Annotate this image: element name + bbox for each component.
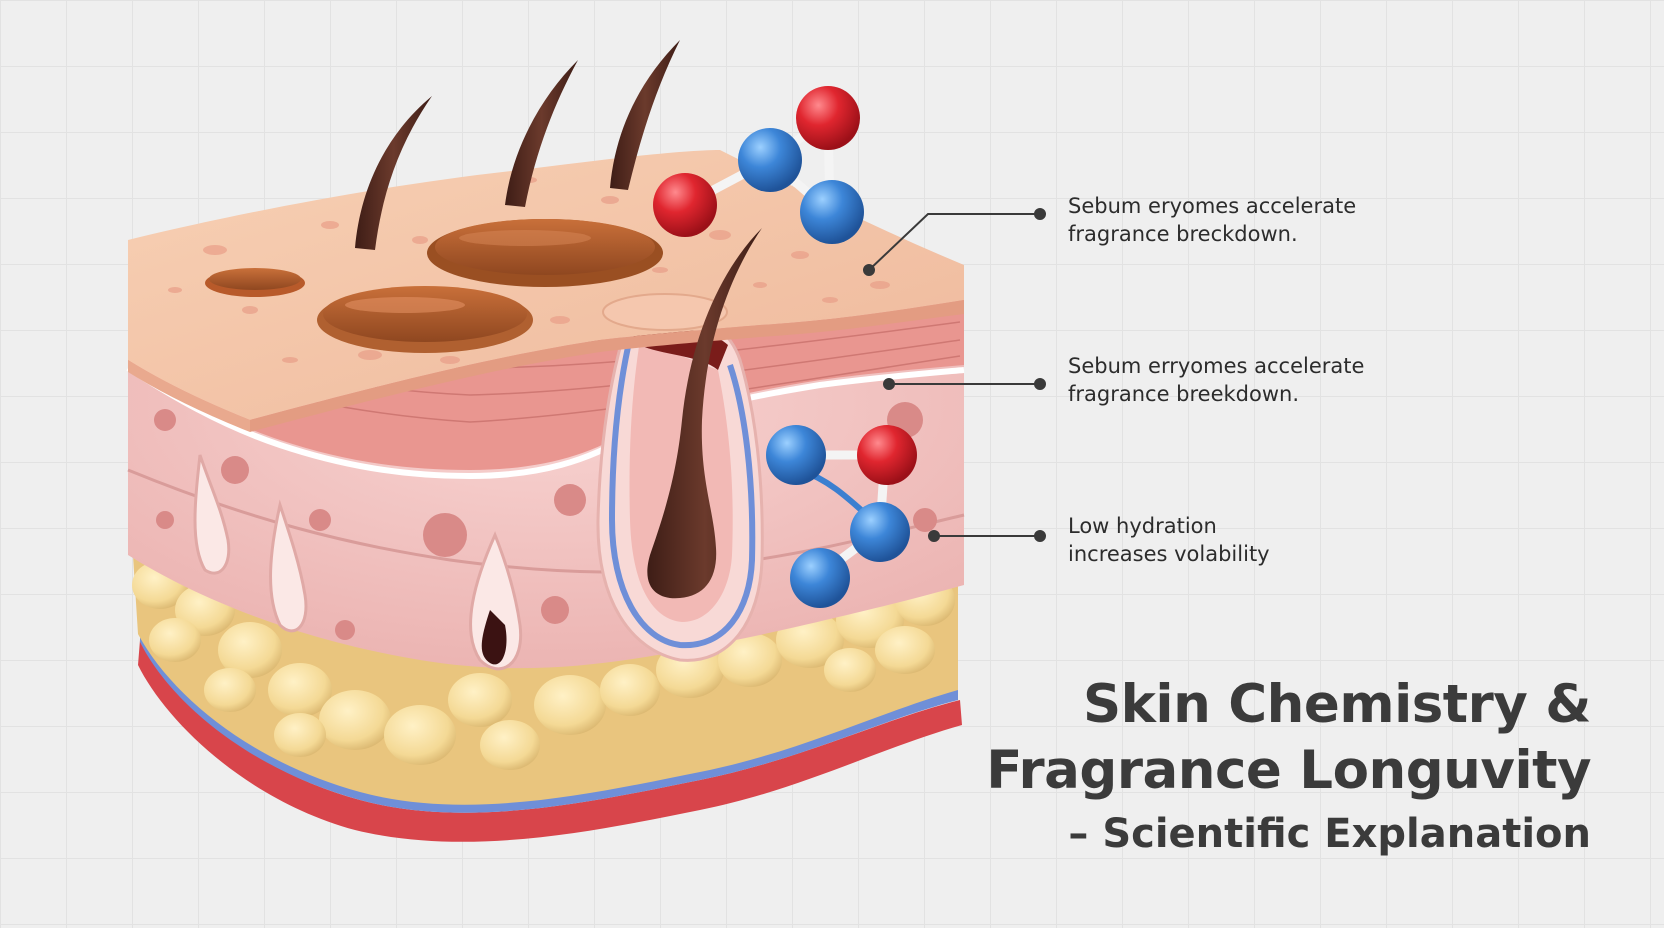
title-line-1: Skin Chemistry & <box>1083 674 1591 735</box>
page-title: Skin Chemistry & Fragrance Longuvity – S… <box>986 672 1591 864</box>
hair-strand-follicle <box>647 228 762 599</box>
title-line-3: – Scientific Explanation <box>1068 811 1591 857</box>
callout-sebum-1: Sebum eryomes accelerate fragrance breck… <box>1068 192 1428 248</box>
dermis-cavities <box>154 402 937 640</box>
title-line-2: Fragrance Longuvity <box>986 740 1591 801</box>
molecule-icon <box>653 86 864 244</box>
callout-line: Sebum eryomes accelerate <box>1068 194 1357 218</box>
fat-cells <box>132 540 958 805</box>
molecule-icon <box>766 425 917 608</box>
callout-line: fragrance breekdown. <box>1068 382 1300 406</box>
callout-line: Sebum erryomes accelerate <box>1068 354 1365 378</box>
callout-leader-lines <box>863 208 1046 542</box>
callout-line: Low hydration <box>1068 514 1217 538</box>
callout-line: fragrance breckdown. <box>1068 222 1298 246</box>
surface-pores <box>168 177 890 364</box>
callout-sebum-2: Sebum erryomes accelerate fragrance bree… <box>1068 352 1428 408</box>
callout-hydration: Low hydration increases volability <box>1068 512 1428 568</box>
callout-line: increases volability <box>1068 542 1270 566</box>
artery-layer <box>138 640 962 842</box>
sebum-droplet <box>205 219 663 353</box>
vein-layer <box>140 628 958 813</box>
hair-strand <box>355 40 680 250</box>
